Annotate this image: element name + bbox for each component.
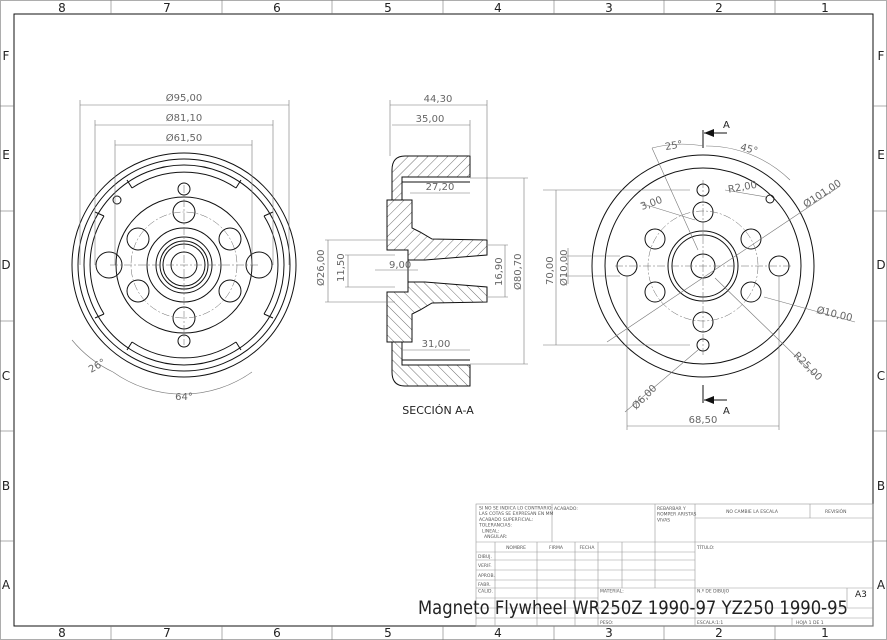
zone-column-label: 3	[605, 1, 613, 15]
dim-d6: Ø6,00	[630, 382, 660, 412]
dim-angle-25: 25°	[664, 139, 683, 153]
num-dibujo-label: N.º DE DIBUJO	[697, 589, 730, 595]
zone-row-label: E	[2, 148, 10, 162]
zone-column-label: 7	[163, 1, 171, 15]
rebarbar-line: VIVAS	[657, 517, 670, 523]
section-mark-bottom: A	[723, 406, 730, 417]
zone-column-label: 7	[163, 626, 171, 640]
dim-width-total: 44,30	[424, 94, 453, 105]
dim-width-inner: 27,20	[426, 182, 455, 193]
note-line: SI NO SE INDICA LO CONTRARIO:	[479, 506, 553, 512]
dim-width-inner2: 31,00	[422, 339, 451, 350]
zone-column-label: 4	[494, 1, 502, 15]
acabado-label: ACABADO:	[554, 506, 578, 512]
dim-d-inner-section: Ø80,70	[512, 254, 524, 291]
rebarbar-line: ROMPER ARISTAS	[657, 512, 697, 518]
dim-d-inner: Ø61,50	[166, 132, 203, 144]
dim-w68: 68,50	[689, 415, 718, 426]
zone-column-label: 3	[605, 626, 613, 640]
dim-d-outer: Ø95,00	[166, 92, 203, 104]
dim-width-rim: 35,00	[416, 114, 445, 125]
zone-row-label: D	[1, 258, 10, 272]
section-label: SECCIÓN A-A	[402, 404, 474, 417]
zone-row-label: B	[2, 479, 10, 493]
dim-h70: 70,00	[545, 256, 556, 285]
dim-d-mid: Ø81,10	[166, 112, 203, 124]
dim-d10-left: Ø10,00	[558, 250, 570, 287]
zone-column-label: 5	[384, 626, 392, 640]
dim-w-bore: 9,00	[389, 260, 411, 271]
escala-label: ESCALA:1:1	[697, 620, 723, 626]
header-fecha: FECHA	[579, 545, 595, 551]
section-mark-top: A	[723, 120, 730, 131]
inner-frame	[13, 13, 874, 627]
material-label: MATERIAL:	[600, 589, 624, 595]
role-verif: VERIF.	[478, 563, 492, 569]
zone-row-label: C	[877, 369, 885, 383]
zone-column-label: 4	[494, 626, 502, 640]
zone-row-label: E	[877, 148, 885, 162]
dim-r2: R2,00	[727, 180, 758, 196]
note-line: ANGULAR:	[484, 534, 507, 540]
dim-d10-right: Ø10,00	[815, 304, 853, 324]
zone-column-label: 6	[273, 1, 281, 15]
header-firma: FIRMA	[549, 545, 564, 551]
dim-w3: 3,00	[639, 195, 664, 213]
zone-row-label: C	[2, 369, 10, 383]
rear-view: A A 25° 45° R2,00 Ø101,00 3,00 70,00 Ø10…	[543, 120, 856, 430]
rebarbar-line: REBARBAR Y	[657, 506, 686, 512]
zone-column-label: 6	[273, 626, 281, 640]
titulo-label: TÍTULO:	[696, 544, 714, 551]
zone-row-label: F	[3, 49, 10, 63]
drawing-title: Magneto Flywheel WR250Z 1990-97 YZ250 19…	[418, 597, 848, 619]
zone-row-label: B	[877, 479, 885, 493]
peso-label: PESO:	[600, 620, 613, 626]
note-line: LINEAL:	[482, 528, 499, 534]
dim-h-taper: 16,90	[494, 257, 505, 286]
dim-angle-45: 45°	[739, 142, 759, 157]
zone-column-label: 2	[715, 1, 723, 15]
role-calid: CALID.	[478, 589, 493, 595]
front-view: Ø95,00 Ø81,10 Ø61,50 26° 64°	[71, 92, 297, 403]
header-nombre: NOMBRE	[506, 545, 526, 551]
zone-row-label: A	[2, 578, 11, 592]
sheet-size: A3	[855, 590, 867, 600]
note-line: ACABADO SUPERFICIAL:	[479, 517, 533, 523]
zone-row-label: D	[876, 258, 885, 272]
zone-column-label: 5	[384, 1, 392, 15]
dim-d-hub: Ø26,00	[315, 250, 327, 287]
dim-angle-26: 26°	[87, 357, 108, 375]
no-cambie-label: NO CAMBIE LA ESCALA	[726, 509, 779, 515]
section-view: 44,30 35,00 27,20 31,00 Ø26,00 11,50 9,0…	[315, 94, 528, 417]
dim-r25: R25,00	[791, 350, 824, 383]
zone-column-label: 1	[821, 626, 829, 640]
zone-column-label: 8	[58, 626, 66, 640]
dim-d101: Ø101,00	[801, 177, 843, 210]
zone-column-label: 2	[715, 626, 723, 640]
dim-h-bore: 11,50	[336, 253, 347, 282]
hoja-label: HOJA 1 DE 1	[796, 620, 824, 626]
revision-label: REVISIÓN	[825, 508, 846, 515]
dim-angle-64: 64°	[175, 392, 193, 403]
note-line: TOLERANCIAS:	[478, 523, 512, 529]
role-aprob: APROB.	[478, 573, 495, 579]
zone-row-label: F	[878, 49, 885, 63]
title-block: SI NO SE INDICA LO CONTRARIO: LAS COTAS …	[418, 503, 874, 627]
role-fabr: FABR.	[478, 582, 491, 588]
zone-row-label: A	[877, 578, 886, 592]
zone-column-label: 8	[58, 1, 66, 15]
zone-column-label: 1	[821, 1, 829, 15]
role-dibuj: DIBUJ.	[478, 554, 492, 560]
note-line: LAS COTAS SE EXPRESAN EN MM	[479, 511, 554, 517]
